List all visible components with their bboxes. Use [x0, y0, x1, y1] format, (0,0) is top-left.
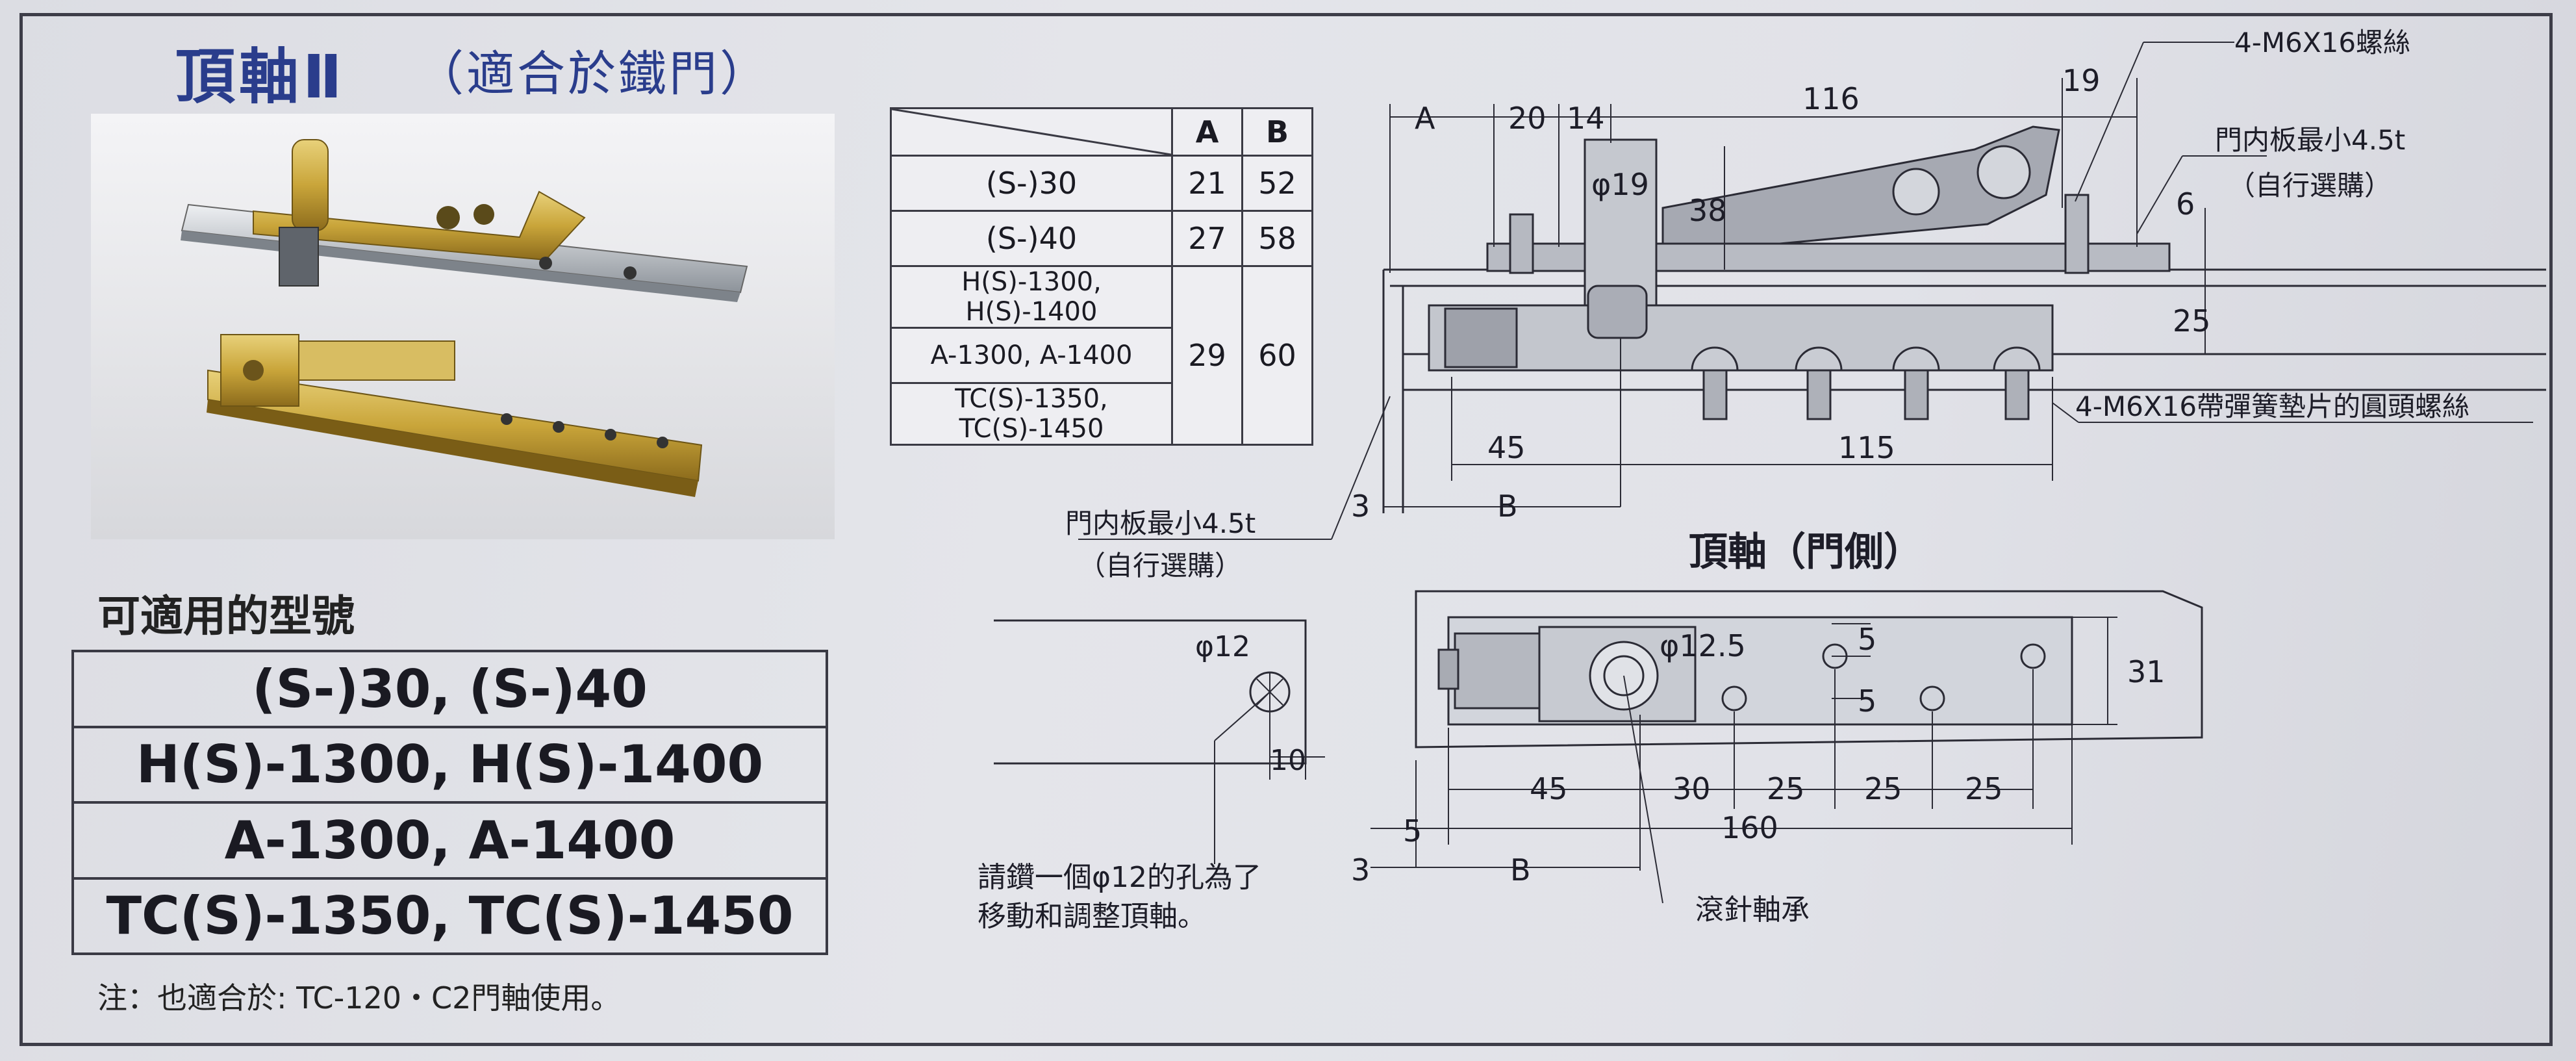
dim-label-b-plan: B [1510, 852, 1531, 888]
model-cell: A-1300, A-1400 [71, 801, 828, 880]
value-b: 52 [1241, 155, 1313, 212]
dim-label-116: 116 [1802, 81, 1860, 116]
row-model: (S-)40 [890, 210, 1173, 267]
column-header-a: A [1171, 107, 1243, 157]
callout-inner-plate: 門内板最小4.5t [2215, 124, 2405, 156]
row-model: A-1300, A-1400 [890, 327, 1173, 384]
dim-label-14: 14 [1567, 101, 1605, 136]
table-row: A-1300, A-1400 [71, 801, 828, 880]
callout-screw-bottom: 4-M6X16帶彈簧墊片的圓頭螺絲 [2075, 390, 2469, 422]
dim-label-5a: 5 [1858, 622, 1876, 657]
dim-label-20: 20 [1508, 101, 1547, 136]
dim-label-a: A [1415, 101, 1435, 136]
dim-label-b: B [1497, 489, 1518, 524]
table-row: H(S)-1300, H(S)-1400 [71, 725, 828, 804]
dim-label-25b: 25 [1864, 771, 1902, 806]
models-table: (S-)30, (S-)40 H(S)-1300, H(S)-1400 A-13… [71, 650, 828, 955]
page-subtitle: （適合於鐵門） [416, 46, 770, 102]
dim-label-45: 45 [1487, 430, 1526, 465]
row-model: TC(S)-1350, TC(S)-1450 [890, 382, 1173, 446]
value-b: 58 [1241, 210, 1313, 267]
table-header-row: A B [890, 107, 1313, 157]
models-heading: 可適用的型號 [97, 591, 355, 641]
dim-label-30: 30 [1673, 771, 1711, 806]
table-row: A-1300, A-1400 [890, 327, 1313, 384]
value-a: 27 [1171, 210, 1243, 267]
dim-label-5b: 5 [1858, 684, 1876, 719]
dim-label-38: 38 [1689, 193, 1727, 228]
model-cell: H(S)-1300, H(S)-1400 [71, 725, 828, 804]
footnote: 注：也適合於: TC-120・C2門軸使用。 [97, 980, 621, 1016]
dim-label-phi12-5: φ12.5 [1660, 628, 1746, 663]
model-cell: TC(S)-1350, TC(S)-1450 [71, 876, 828, 955]
hole-instruction-line2: 移動和調整頂軸。 [978, 900, 1206, 933]
callout-screw-top: 4-M6X16螺絲 [2234, 27, 2410, 58]
page-frame [19, 13, 2553, 1046]
dim-label-6: 6 [2176, 186, 2195, 222]
table-row: (S-)30 21 52 [890, 155, 1313, 212]
table-row: (S-)40 27 58 [890, 210, 1313, 267]
value-a: 21 [1171, 155, 1243, 212]
value-a: 29 [1171, 265, 1243, 446]
dimension-table: A B (S-)30 21 52 (S-)40 27 58 H(S)-1300,… [890, 107, 1313, 446]
product-photo [91, 114, 835, 539]
dim-label-25a: 25 [1767, 771, 1805, 806]
callout-self-buy-2: （自行選購） [1078, 550, 1242, 582]
dim-label-19: 19 [2062, 63, 2101, 98]
table-row: (S-)30, (S-)40 [71, 650, 828, 728]
row-model: H(S)-1300, H(S)-1400 [890, 265, 1173, 329]
dim-label-25c: 25 [1965, 771, 2003, 806]
dim-label-160: 160 [1721, 810, 1778, 845]
dim-label-phi12: φ12 [1195, 630, 1250, 663]
dim-label-5: 5 [1403, 813, 1422, 849]
bearing-callout: 滾針軸承 [1695, 893, 1810, 927]
column-header-b: B [1241, 107, 1313, 157]
dim-label-45-plan: 45 [1530, 771, 1568, 806]
callout-inner-plate-2: 門内板最小4.5t [1065, 507, 1256, 539]
plan-view-drawing [1370, 590, 2203, 904]
hole-instruction-line1: 請鑽一個φ12的孔為了 [978, 861, 1261, 894]
table-row: H(S)-1300, H(S)-1400 29 60 [890, 265, 1313, 446]
dim-label-10: 10 [1270, 744, 1306, 777]
dim-label-25: 25 [2173, 303, 2211, 339]
side-view-drawing [1078, 42, 2546, 540]
table-row: TC(S)-1350, TC(S)-1450 [890, 382, 1313, 446]
plan-view-title: 頂軸（門側） [1689, 530, 1923, 575]
value-b: 60 [1241, 265, 1313, 446]
model-cell: (S-)30, (S-)40 [71, 650, 828, 728]
hole-detail-drawing [994, 619, 1325, 864]
table-corner [890, 107, 1173, 157]
table-row: TC(S)-1350, TC(S)-1450 [71, 876, 828, 955]
page-title: 頂軸Ⅱ [175, 42, 346, 112]
dim-label-3: 3 [1351, 489, 1370, 524]
row-model: (S-)30 [890, 155, 1173, 212]
callout-self-buy: （自行選購） [2228, 170, 2392, 201]
dim-label-phi19: φ19 [1591, 167, 1649, 202]
dim-label-115: 115 [1838, 430, 1895, 465]
dim-label-31: 31 [2127, 654, 2166, 689]
dim-label-3-plan: 3 [1351, 852, 1370, 888]
